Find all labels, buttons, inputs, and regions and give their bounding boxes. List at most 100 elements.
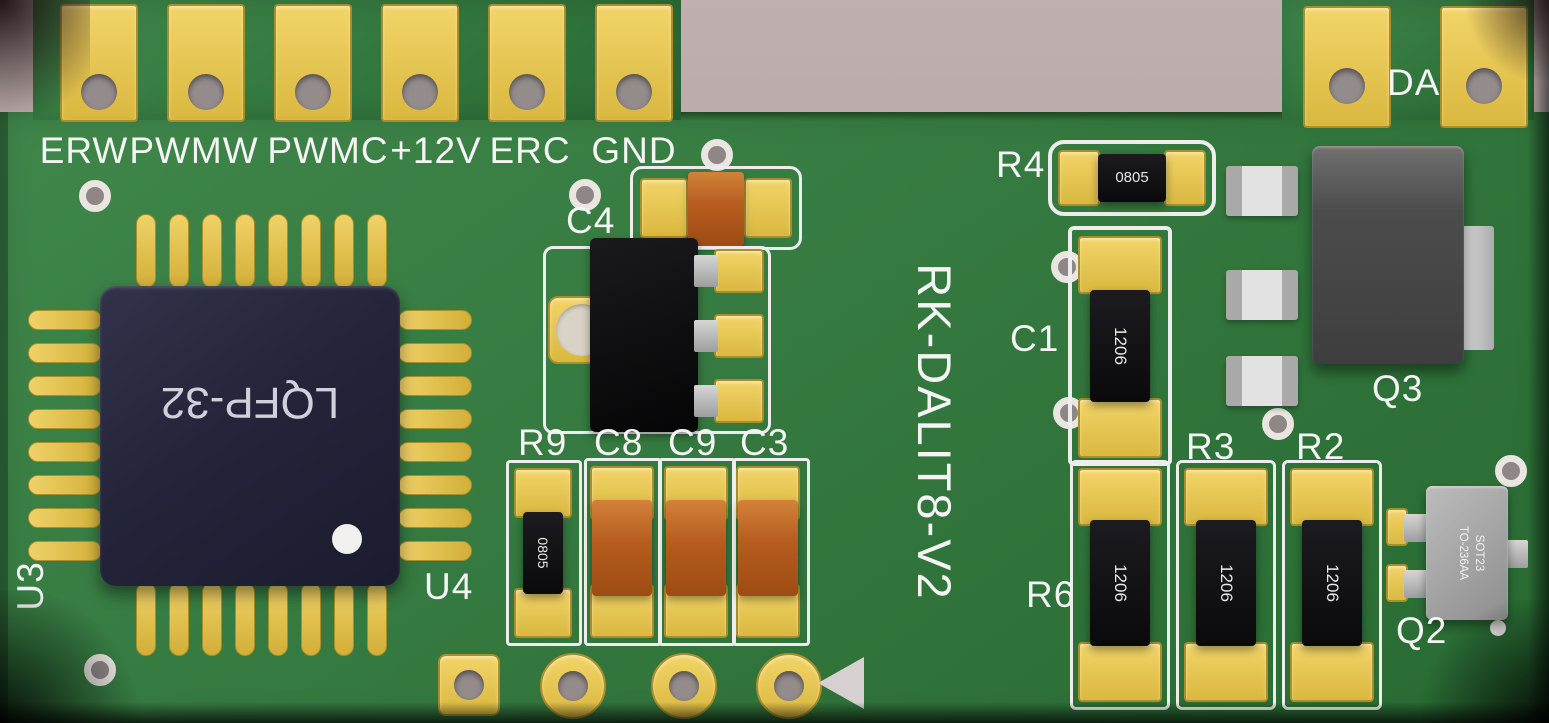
pin-label-pwmw: PWMW xyxy=(129,130,259,171)
arrow-marker-icon xyxy=(818,657,864,709)
via xyxy=(701,139,733,171)
r3-pad xyxy=(1184,468,1268,526)
r4-resistor-body: 0805 xyxy=(1098,154,1166,202)
u3-pin xyxy=(169,582,189,656)
r3-pad xyxy=(1184,642,1268,702)
q2-lead xyxy=(1404,570,1428,598)
q3-tab-lead xyxy=(1462,226,1494,350)
u3-pin xyxy=(28,508,102,528)
small-passive-component xyxy=(1226,166,1298,216)
c1-marking: 1206 xyxy=(1111,327,1130,365)
refdes-c9: C9 xyxy=(668,422,718,463)
pin-label-12v: +12V xyxy=(390,130,482,171)
u3-pin xyxy=(398,541,472,561)
refdes-c4: C4 xyxy=(566,200,616,241)
pad-hole xyxy=(402,74,438,110)
q2-transistor-body: SOT23 TO-236AA xyxy=(1426,486,1508,620)
u3-pin1-dot xyxy=(332,524,362,554)
u4-pad xyxy=(714,249,764,293)
u3-pin xyxy=(169,214,189,288)
u4-lead xyxy=(694,255,718,287)
r6-resistor-body: 1206 xyxy=(1090,520,1150,646)
q3-transistor-body xyxy=(1312,146,1464,364)
c4-pad xyxy=(640,178,688,238)
c1-pad xyxy=(1078,398,1162,458)
refdes-u4: U4 xyxy=(424,566,474,607)
small-passive-component xyxy=(1226,356,1298,406)
pcb-top-left-tab xyxy=(33,0,681,120)
connector-pad-da-right xyxy=(1440,6,1528,128)
r9-pad xyxy=(514,588,572,638)
u3-pin xyxy=(136,214,156,288)
small-passive-component xyxy=(1226,270,1298,320)
r6-pad xyxy=(1078,642,1162,702)
u3-chip-body: LQFP-32 xyxy=(100,286,400,586)
c9-capacitor-body xyxy=(666,500,726,596)
r3-resistor-body: 1206 xyxy=(1196,520,1256,646)
pad-hole xyxy=(1466,68,1502,104)
u3-pin xyxy=(28,343,102,363)
r9-marking: 0805 xyxy=(535,537,551,569)
pad-hole xyxy=(558,671,588,701)
u3-pin xyxy=(398,376,472,396)
c1-capacitor-body: 1206 xyxy=(1090,290,1150,402)
q2-marking-line2: TO-236AA xyxy=(1456,525,1469,581)
via xyxy=(84,654,116,686)
c3-silkscreen-outline xyxy=(732,458,810,646)
refdes-q2: Q2 xyxy=(1396,610,1448,651)
r6-pad xyxy=(1078,468,1162,526)
r2-pad xyxy=(1290,642,1374,702)
c1-pad xyxy=(1078,236,1162,294)
u3-pin xyxy=(268,582,288,656)
refdes-c3: C3 xyxy=(740,422,790,463)
via xyxy=(79,180,111,212)
via xyxy=(1495,455,1527,487)
board-edge-shadow-top xyxy=(681,112,1282,121)
c8-capacitor-body xyxy=(592,500,652,596)
u3-pin xyxy=(235,582,255,656)
r4-pad xyxy=(1058,150,1100,206)
connector-pad-da-left xyxy=(1303,6,1391,128)
u3-pin xyxy=(136,582,156,656)
u3-pin xyxy=(334,214,354,288)
pad-hole xyxy=(774,671,804,701)
u4-regulator-body xyxy=(590,238,698,432)
u3-pin xyxy=(398,310,472,330)
pad-hole xyxy=(188,74,224,110)
c4-capacitor-body xyxy=(688,172,744,246)
r2-pad xyxy=(1290,468,1374,526)
r6-marking: 1206 xyxy=(1111,564,1130,602)
u3-pin xyxy=(398,508,472,528)
u3-pin xyxy=(268,214,288,288)
q2-lead xyxy=(1404,514,1428,542)
connector-pad-gnd xyxy=(595,4,673,122)
u3-pin xyxy=(28,442,102,462)
u3-pin xyxy=(334,582,354,656)
r2-resistor-body: 1206 xyxy=(1302,520,1362,646)
u3-pin xyxy=(28,409,102,429)
c3-capacitor-body xyxy=(738,500,798,596)
pin-label-erc: ERC xyxy=(489,130,571,171)
u3-pin xyxy=(301,582,321,656)
refdes-r6: R6 xyxy=(1026,574,1076,615)
pad-hole xyxy=(509,74,545,110)
pin-label-erw: ERW xyxy=(39,130,129,171)
pin-label-gnd: GND xyxy=(591,130,677,171)
via xyxy=(1262,408,1294,440)
via xyxy=(569,179,601,211)
board-title: RK-DALIT8-V2 xyxy=(908,263,961,601)
u4-pad xyxy=(714,379,764,423)
c4-pad xyxy=(744,178,792,238)
refdes-u3: U3 xyxy=(10,561,51,611)
connector-label-da: DA xyxy=(1387,62,1441,103)
u3-pin xyxy=(398,475,472,495)
u3-pin xyxy=(301,214,321,288)
u3-pin xyxy=(398,343,472,363)
u4-lead xyxy=(694,385,718,417)
pad-hole xyxy=(1329,68,1365,104)
u3-pin xyxy=(398,442,472,462)
refdes-q3: Q3 xyxy=(1372,368,1424,409)
r9-pad xyxy=(514,468,572,518)
u4-pad xyxy=(714,314,764,358)
